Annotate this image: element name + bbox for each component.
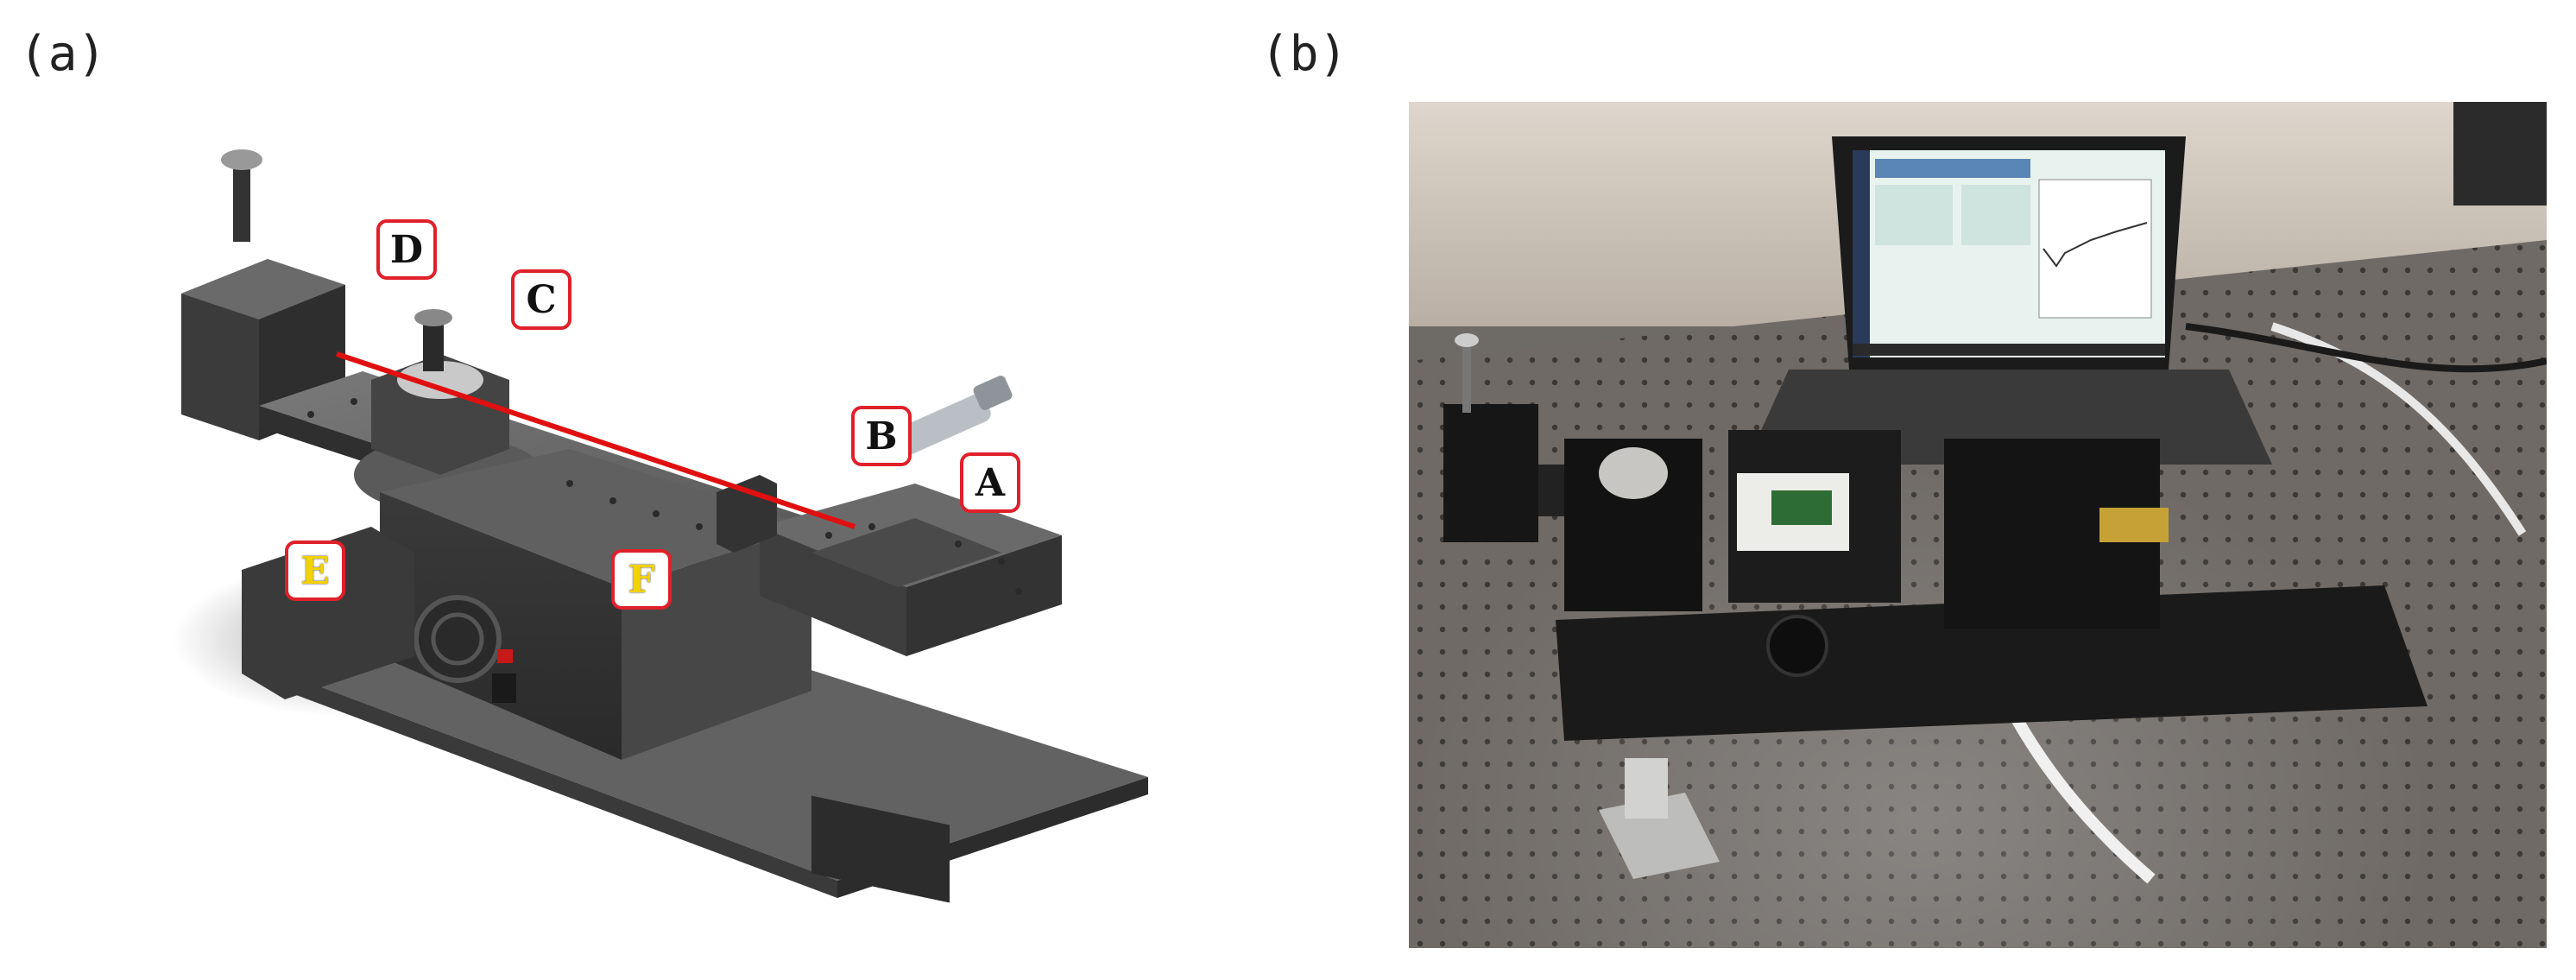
callout-e: E [285, 541, 345, 601]
callout-b: B [851, 406, 912, 466]
laser-beam [336, 351, 856, 529]
callout-c: C [511, 269, 571, 330]
panel-b-label: (b) [1260, 26, 1348, 82]
cad-render-image [173, 149, 1148, 903]
setup-photo-panel [1409, 102, 2547, 948]
setup-photo-image [1409, 102, 2547, 948]
callout-d: D [376, 219, 437, 280]
panel-a-label: (a) [19, 26, 107, 82]
callout-a: A [960, 452, 1020, 513]
cad-render-panel [155, 121, 1174, 941]
callout-f: F [611, 549, 672, 610]
